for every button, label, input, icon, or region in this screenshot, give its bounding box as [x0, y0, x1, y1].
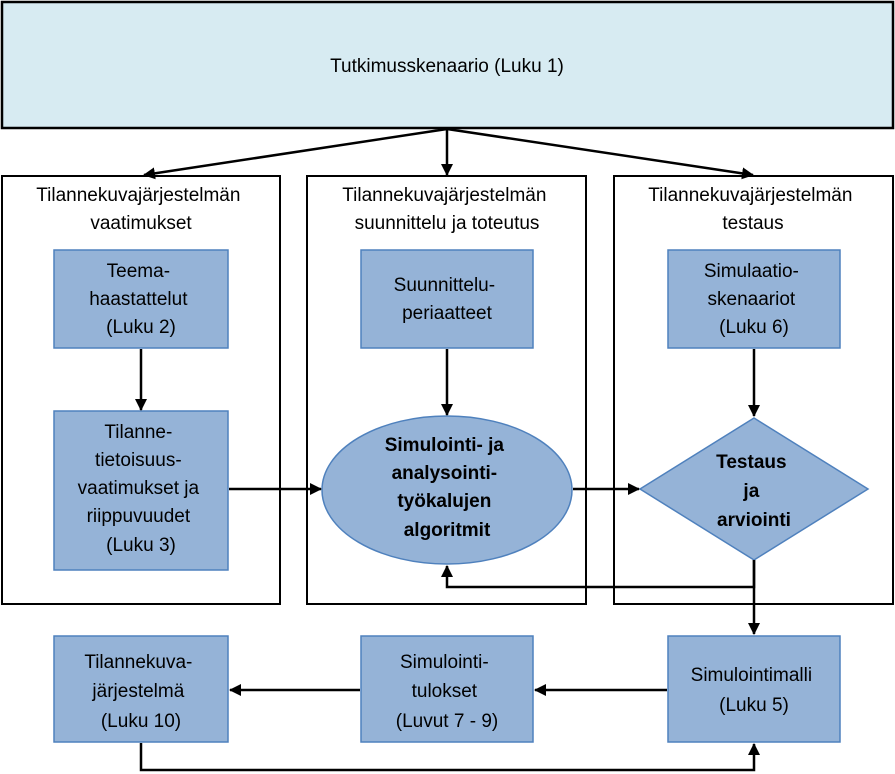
column-requirements-box — [1, 175, 281, 605]
simulation-model-box — [667, 635, 841, 743]
simulation-model-label: Simulointimalli (Luku 5) — [691, 665, 818, 716]
arrow-testing-feedback-to-algorithms — [441, 560, 756, 589]
simulation-scenarios-label: Simulaatio- skenaariot (Luku 6) — [704, 261, 804, 338]
column-design-title: Tilannekuvajärjestelmän suunnittelu ja t… — [342, 185, 551, 234]
arrow-system-to-model-loop — [139, 743, 760, 772]
column-design-box — [306, 175, 587, 605]
situational-awareness-requirements-box — [53, 410, 229, 571]
simulation-results-label: Simulointi- tulokset (Luvut 7 - 9) — [396, 652, 498, 732]
situational-awareness-requirements-label: Tilanne- tietoisuus- vaatimukset ja riip… — [78, 422, 205, 556]
simulation-algorithms-label: Simulointi- ja analysointi- työkalujen a… — [385, 435, 510, 541]
theme-interviews-label: Teema- haastattelut (Luku 2) — [89, 261, 193, 338]
situational-awareness-system-label: Tilannekuva- järjestelmä (Luku 10) — [84, 652, 197, 732]
simulation-algorithms-ellipse — [321, 415, 573, 565]
testing-evaluation-label: Testaus ja arviointi — [716, 452, 792, 531]
simulation-results-box — [360, 635, 534, 743]
arrow-header-to-testing — [446, 127, 754, 180]
design-principles-label: Suunnittelu- periaatteet — [394, 275, 501, 324]
header-title: Tutkimusskenaario (Luku 1) — [330, 56, 564, 77]
column-testing-title: Tilannekuvajärjestelmän testaus — [648, 185, 857, 234]
situational-awareness-system-box — [53, 635, 229, 743]
simulation-scenarios-box — [667, 249, 841, 349]
header-box — [0, 0, 895, 130]
theme-interviews-box — [53, 249, 229, 349]
column-requirements-title: Tilannekuvajärjestelmän vaatimukset — [36, 185, 245, 234]
design-principles-box — [360, 249, 534, 349]
arrow-header-to-requirements — [143, 127, 448, 180]
